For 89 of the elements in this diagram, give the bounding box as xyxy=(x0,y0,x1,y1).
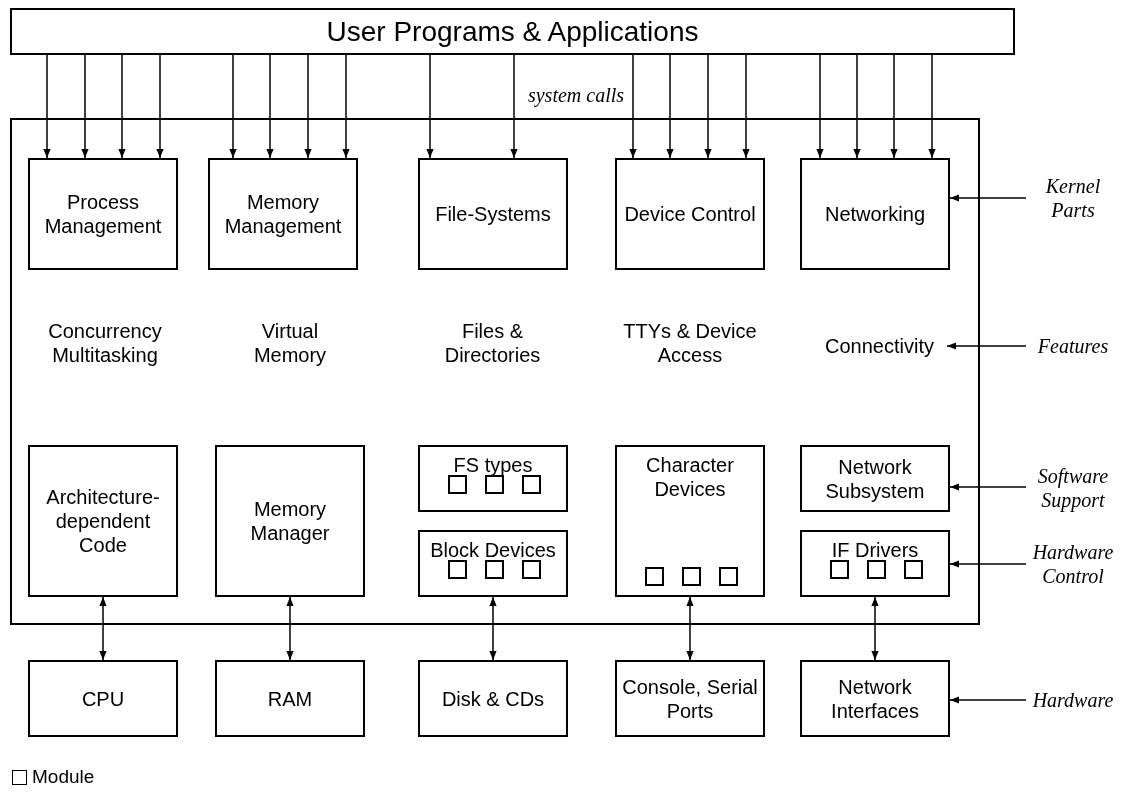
box-label: Architecture-dependent Code xyxy=(45,485,161,557)
arrow xyxy=(629,54,637,159)
box-label: Console, Serial Ports xyxy=(621,674,759,723)
component-box xyxy=(215,445,365,597)
component-box xyxy=(800,660,950,737)
component-box xyxy=(418,530,568,597)
feature-label: Virtual Memory xyxy=(252,319,328,368)
arrow xyxy=(871,596,879,661)
kernel-frame xyxy=(10,118,980,625)
component-box xyxy=(28,445,178,597)
module-square xyxy=(448,475,467,494)
module-square xyxy=(522,475,541,494)
box-label: Block Devices xyxy=(429,538,557,562)
arrow xyxy=(949,483,1027,491)
layer-label: Software Support xyxy=(1026,462,1120,514)
box-label: Networking xyxy=(823,202,926,226)
layer-label: Hardware Control xyxy=(1026,538,1120,590)
arrow xyxy=(286,596,294,661)
box-label: CPU xyxy=(80,686,126,711)
arrow xyxy=(99,596,107,661)
arrow xyxy=(304,54,312,159)
module-square xyxy=(904,560,923,579)
feature-label: Concurrency Multitasking xyxy=(47,319,163,368)
interface-label: system calls xyxy=(526,83,626,108)
layer-label: Kernel Parts xyxy=(1026,172,1120,224)
box-label: Character Devices xyxy=(645,453,735,501)
arrow xyxy=(949,560,1027,568)
arrow xyxy=(43,54,51,159)
arrow xyxy=(928,54,936,159)
box-label: Memory Management xyxy=(223,190,343,238)
box-label: File-Systems xyxy=(434,202,552,226)
component-box xyxy=(28,660,178,737)
arrow xyxy=(890,54,898,159)
arrow xyxy=(853,54,861,159)
component-box xyxy=(615,445,765,597)
box-label: Device Control xyxy=(623,202,757,226)
arrow xyxy=(949,194,1027,202)
module-square xyxy=(522,560,541,579)
box-label: Network Subsystem xyxy=(824,454,926,503)
module-square xyxy=(867,560,886,579)
component-box xyxy=(418,660,568,737)
module-square xyxy=(485,475,504,494)
box-label: RAM xyxy=(266,686,314,711)
component-box xyxy=(215,660,365,737)
component-box xyxy=(28,158,178,270)
module-square xyxy=(485,560,504,579)
arrow xyxy=(666,54,674,159)
module-square xyxy=(719,567,738,586)
arrow xyxy=(946,342,1027,350)
feature-label: Files & Directories xyxy=(443,319,542,368)
arrow xyxy=(510,54,518,159)
box-label: FS types xyxy=(452,453,534,477)
arrow xyxy=(742,54,750,159)
arrow xyxy=(949,696,1027,704)
feature-label: Connectivity xyxy=(812,332,947,360)
component-box xyxy=(615,158,765,270)
arrow xyxy=(816,54,824,159)
box-label: Network Interfaces xyxy=(830,674,920,723)
component-box xyxy=(10,8,1015,55)
box-label: IF Drivers xyxy=(830,538,920,562)
module-square xyxy=(830,560,849,579)
module-square xyxy=(645,567,664,586)
component-box xyxy=(418,158,568,270)
component-box xyxy=(800,445,950,512)
layer-label: Features xyxy=(1026,333,1120,359)
box-label: Disk & CDs xyxy=(440,686,546,711)
module-square xyxy=(448,560,467,579)
component-box xyxy=(800,530,950,597)
arrow xyxy=(426,54,434,159)
arrow xyxy=(342,54,350,159)
component-box xyxy=(418,445,568,512)
arrow xyxy=(81,54,89,159)
box-label: User Programs & Applications xyxy=(325,15,700,48)
layer-label: Hardware xyxy=(1026,687,1120,713)
component-box xyxy=(615,660,765,737)
module-square xyxy=(682,567,701,586)
box-label: Memory Manager xyxy=(249,497,331,545)
component-box xyxy=(800,158,950,270)
arrow xyxy=(118,54,126,159)
box-label: Process Management xyxy=(43,190,163,238)
legend-text: Module xyxy=(32,766,95,788)
arrow xyxy=(686,596,694,661)
feature-label: TTYs & Device Access xyxy=(622,319,758,368)
arrow xyxy=(266,54,274,159)
arrow xyxy=(704,54,712,159)
arrow xyxy=(489,596,497,661)
arrow xyxy=(156,54,164,159)
arrow xyxy=(229,54,237,159)
component-box xyxy=(208,158,358,270)
